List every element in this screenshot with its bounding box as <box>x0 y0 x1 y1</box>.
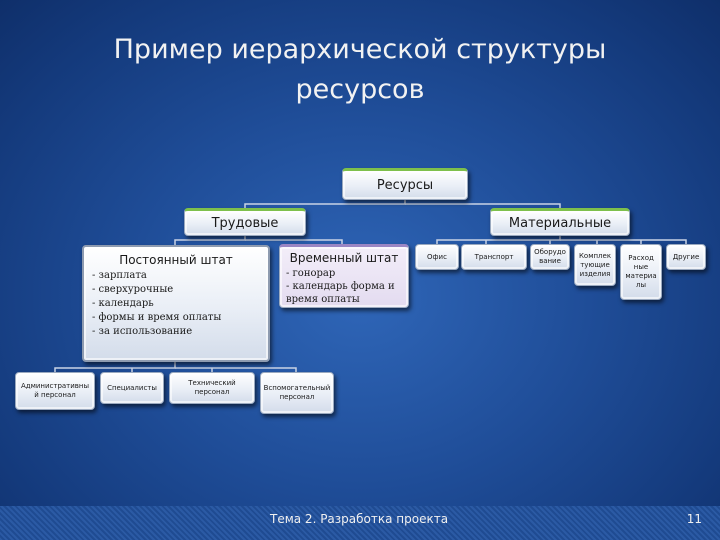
material-item-label: Другие <box>672 252 700 261</box>
material-item-label: Офис <box>427 252 447 261</box>
material-item-components: Комплек тующие изделия <box>574 244 616 286</box>
permanent-staff-title: Постоянный штат <box>119 253 233 267</box>
root-node: Ресурсы <box>342 168 468 200</box>
staff-type-administrative: Административны й персонал <box>15 372 95 410</box>
staff-type-support: Вспомогательный персонал <box>260 372 334 414</box>
material-item-equipment: Оборудо вание <box>530 244 570 270</box>
permanent-staff-list: - зарплата - сверхурочные - календарь - … <box>92 269 260 339</box>
material-item-label: Комплек тующие изделия <box>578 251 612 278</box>
labor-node-label: Трудовые <box>211 215 279 231</box>
staff-type-specialists: Специалисты <box>100 372 164 404</box>
temporary-staff-node: Временный штат - гонорар - календарь фор… <box>279 244 409 308</box>
list-item: - формы и время оплаты <box>92 312 222 323</box>
footer-bar <box>0 506 720 540</box>
labor-node: Трудовые <box>184 208 306 236</box>
material-node-label: Материальные <box>508 215 612 231</box>
material-item-transport: Транспорт <box>461 244 527 270</box>
list-item: время оплаты <box>286 294 360 305</box>
list-item: - зарплата <box>92 270 147 281</box>
list-item: - гонорар <box>286 268 336 279</box>
staff-type-label: Вспомогательный персонал <box>263 384 331 401</box>
list-item: - за использование <box>92 326 193 337</box>
material-item-label: Транспорт <box>474 252 514 261</box>
list-item: - календарь форма и <box>286 281 395 292</box>
material-item-label: Оборудо вание <box>534 248 566 265</box>
list-item: - сверхурочные <box>92 284 174 295</box>
list-item: - календарь <box>92 298 154 309</box>
material-node: Материальные <box>490 208 630 236</box>
staff-type-label: Технический персонал <box>188 379 236 396</box>
slide-title: Пример иерархической структуры ресурсов <box>113 34 607 105</box>
material-item-office: Офис <box>415 244 459 270</box>
material-item-consumables: Расход ные материа лы <box>620 244 662 300</box>
footer-text: Тема 2. Разработка проекта <box>270 512 449 526</box>
root-node-label: Ресурсы <box>376 177 434 193</box>
staff-type-technical: Технический персонал <box>169 372 255 404</box>
temporary-staff-title: Временный штат <box>289 251 399 265</box>
temporary-staff-list: - гонорар - календарь форма и время опла… <box>286 267 402 306</box>
material-item-other: Другие <box>666 244 706 270</box>
material-item-label: Расход ные материа лы <box>625 254 657 289</box>
staff-type-label: Административны й персонал <box>20 382 90 399</box>
permanent-staff-node: Постоянный штат - зарплата - сверхурочны… <box>82 245 270 362</box>
staff-type-label: Специалисты <box>107 383 157 392</box>
page-number: 11 <box>686 512 702 526</box>
